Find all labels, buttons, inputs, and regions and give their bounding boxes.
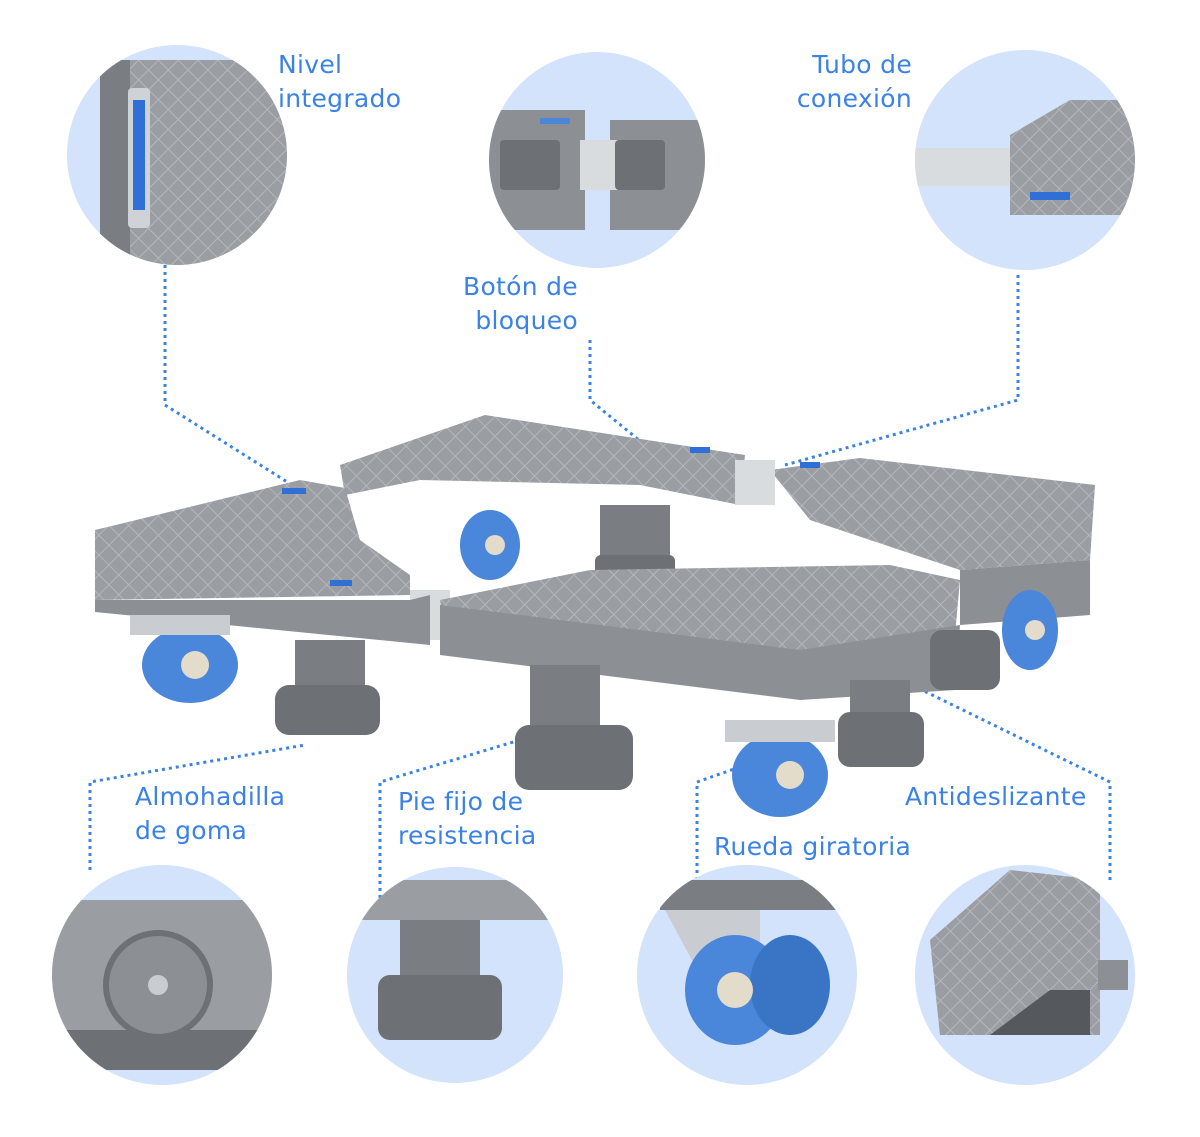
detail-circle-connecting-tube <box>915 50 1135 270</box>
adjustable-appliance-base <box>95 415 1095 817</box>
label-swivel-wheel: Rueda giratoria <box>714 832 912 861</box>
detail-circle-rubber-pad <box>52 865 272 1085</box>
detail-circle-swivel-wheel <box>637 865 857 1085</box>
detail-circle-fixed-foot <box>347 867 563 1083</box>
detail-circle-lock-button <box>489 52 705 268</box>
detail-circle-anti-slip <box>915 865 1135 1085</box>
label-anti-slip: Antideslizante <box>905 782 1087 811</box>
detail-circle-level <box>67 45 287 265</box>
